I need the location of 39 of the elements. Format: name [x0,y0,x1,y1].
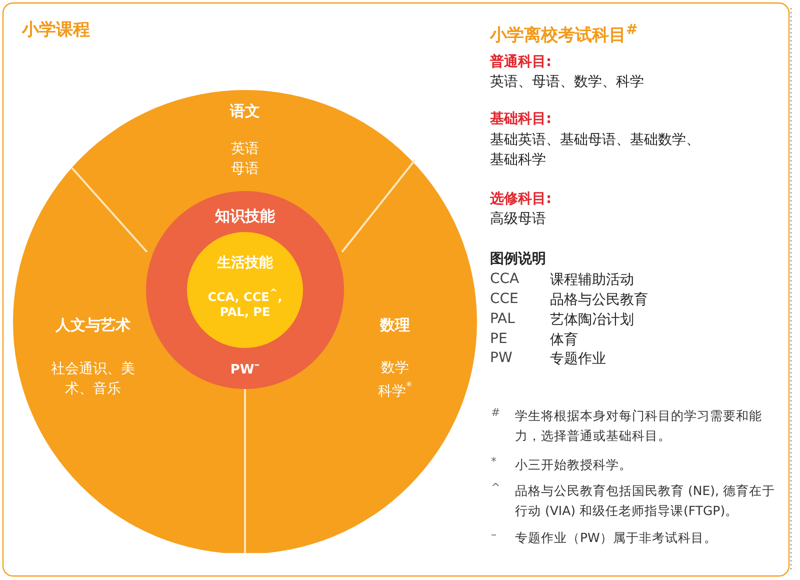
subheading: 普通科目: [490,53,552,71]
abbreviation: PAL [490,311,515,327]
footnote: 学生将根据本身对每门科目的学习需要和能力，选择普通或基础科目。 [515,407,763,445]
footnote: 小三开始教授科学。 [515,456,632,474]
legend-heading: 图例说明 [490,250,546,268]
node-heading: 知识技能 [214,207,276,226]
node-heading: 数理 [378,316,411,335]
abbreviation: PE [490,331,508,347]
node-text: 英语 [230,140,260,158]
node-text: 数学 [380,359,410,377]
abbreviation-meaning: 课程辅助活动 [550,271,634,289]
abbreviation-meaning: 体育 [550,331,578,349]
footnote: 专题作业（PW）属于非考试科目。 [515,529,717,547]
footnote-mark: * [491,455,496,468]
footnote-mark: ^ [491,481,500,494]
abbreviation: CCE [490,291,518,307]
node-heading: 语文 [228,102,261,121]
abbreviation: CCA [490,271,520,287]
node-text: 科学$^{*}$ [377,379,413,401]
abbreviation-meaning: 专题作业 [550,350,606,368]
heading: 小学离校考试科目$^{#}$ [490,22,638,47]
footnote: 品格与公民教育包括国民教育 (NE), 德育在于行动 (VIA) 和级任老师指导课(FTGP)。 [515,482,776,520]
footnote-mark: # [491,406,500,419]
node-text: CCA, CCE$^{^}$, PAL, PE [206,287,284,320]
subject-list: 高级母语 [490,210,546,228]
footnote-mark: – [491,528,496,541]
subject-list: 英语、母语、数学、科学 [490,73,644,91]
node-text: PW$^{–}$ [229,358,261,378]
subject-list: 基础英语、基础母语、基础数学、基础科学 [490,130,708,170]
node-text: 社会通识、美术、音乐 [50,360,136,399]
title: 小学课程 [22,19,90,41]
subheading: 选修科目: [490,190,552,208]
node-text: 母语 [230,160,260,178]
node-heading: 人文与艺术 [54,316,132,335]
subheading: 基础科目: [490,110,552,128]
node-heading: 生活技能 [216,254,274,272]
abbreviation-meaning: 艺体陶冶计划 [550,311,634,329]
abbreviation: PW [490,350,512,366]
abbreviation-meaning: 品格与公民教育 [550,291,648,309]
